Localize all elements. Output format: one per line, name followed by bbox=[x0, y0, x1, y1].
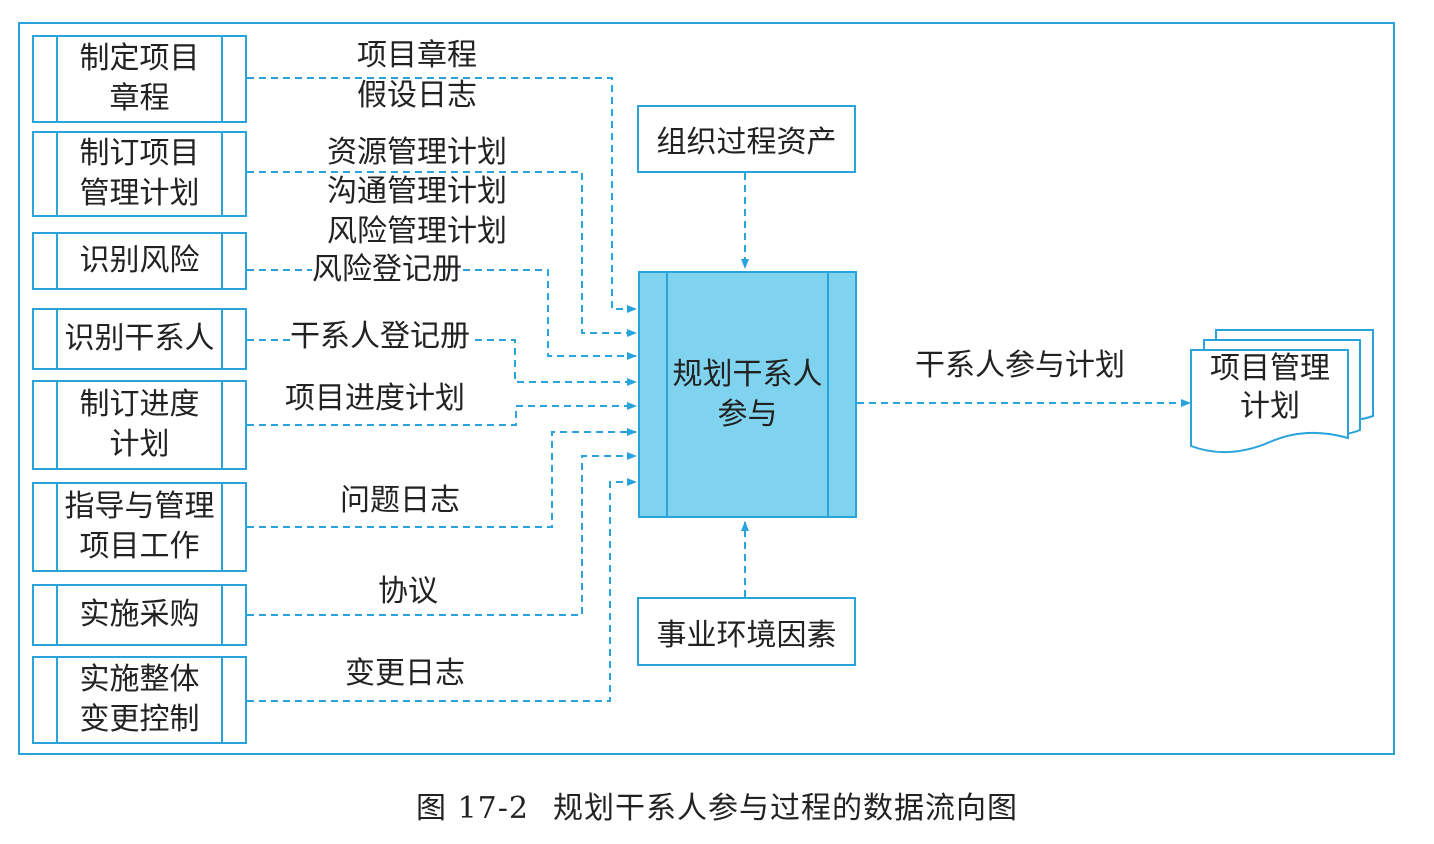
process-identify-risks: 识别风险 bbox=[32, 232, 247, 290]
diagram-frame bbox=[18, 22, 1395, 755]
process-develop-pm-plan: 制订项目 管理计划 bbox=[32, 131, 247, 217]
output-document-label: 项目管理 计划 bbox=[1210, 351, 1330, 424]
label-agreements: 协议 bbox=[378, 574, 438, 609]
opa-box: 组织过程资产 bbox=[637, 105, 856, 173]
arrow-agreements bbox=[247, 452, 637, 616]
label-project-schedule: 项目进度计划 bbox=[285, 381, 465, 416]
process-integrated-change-control: 实施整体 变更控制 bbox=[32, 656, 247, 744]
figure-number: 图 17-2 bbox=[416, 791, 529, 826]
project-management-plan-document bbox=[1190, 329, 1374, 454]
label-issue-log: 问题日志 bbox=[340, 483, 460, 518]
figure-title: 规划干系人参与过程的数据流向图 bbox=[552, 791, 1018, 826]
process-direct-manage-work: 指导与管理 项目工作 bbox=[32, 482, 247, 572]
arrow-issue-log bbox=[247, 428, 637, 528]
label-project-charter: 项目章程 bbox=[357, 38, 477, 73]
label-risk-register: 风险登记册 bbox=[312, 251, 462, 289]
process-conduct-procurements: 实施采购 bbox=[32, 584, 247, 646]
plan-stakeholder-engagement-process: 规划干系人 参与 bbox=[638, 271, 857, 518]
process-develop-charter: 制定项目 章程 bbox=[32, 35, 247, 123]
label-risk-plan: 风险管理计划 bbox=[327, 214, 507, 249]
label-stakeholder-engagement-plan: 干系人参与计划 bbox=[915, 348, 1125, 383]
arrow-schedule bbox=[247, 402, 637, 426]
label-resource-plan: 资源管理计划 bbox=[327, 135, 507, 170]
figure-caption: 图 17-2 规划干系人参与过程的数据流向图 bbox=[0, 783, 1434, 827]
process-develop-schedule: 制订进度 计划 bbox=[32, 380, 247, 470]
process-identify-stakeholders: 识别干系人 bbox=[32, 308, 247, 370]
label-assumption-log: 假设日志 bbox=[357, 78, 477, 113]
label-stakeholder-register: 干系人登记册 bbox=[290, 318, 470, 356]
label-change-log: 变更日志 bbox=[345, 656, 465, 691]
arrow-pm-plan bbox=[247, 171, 637, 337]
label-communications-plan: 沟通管理计划 bbox=[327, 174, 507, 209]
eef-box: 事业环境因素 bbox=[637, 597, 856, 666]
arrow-project-charter bbox=[247, 77, 637, 313]
arrow-change-log bbox=[247, 478, 637, 702]
